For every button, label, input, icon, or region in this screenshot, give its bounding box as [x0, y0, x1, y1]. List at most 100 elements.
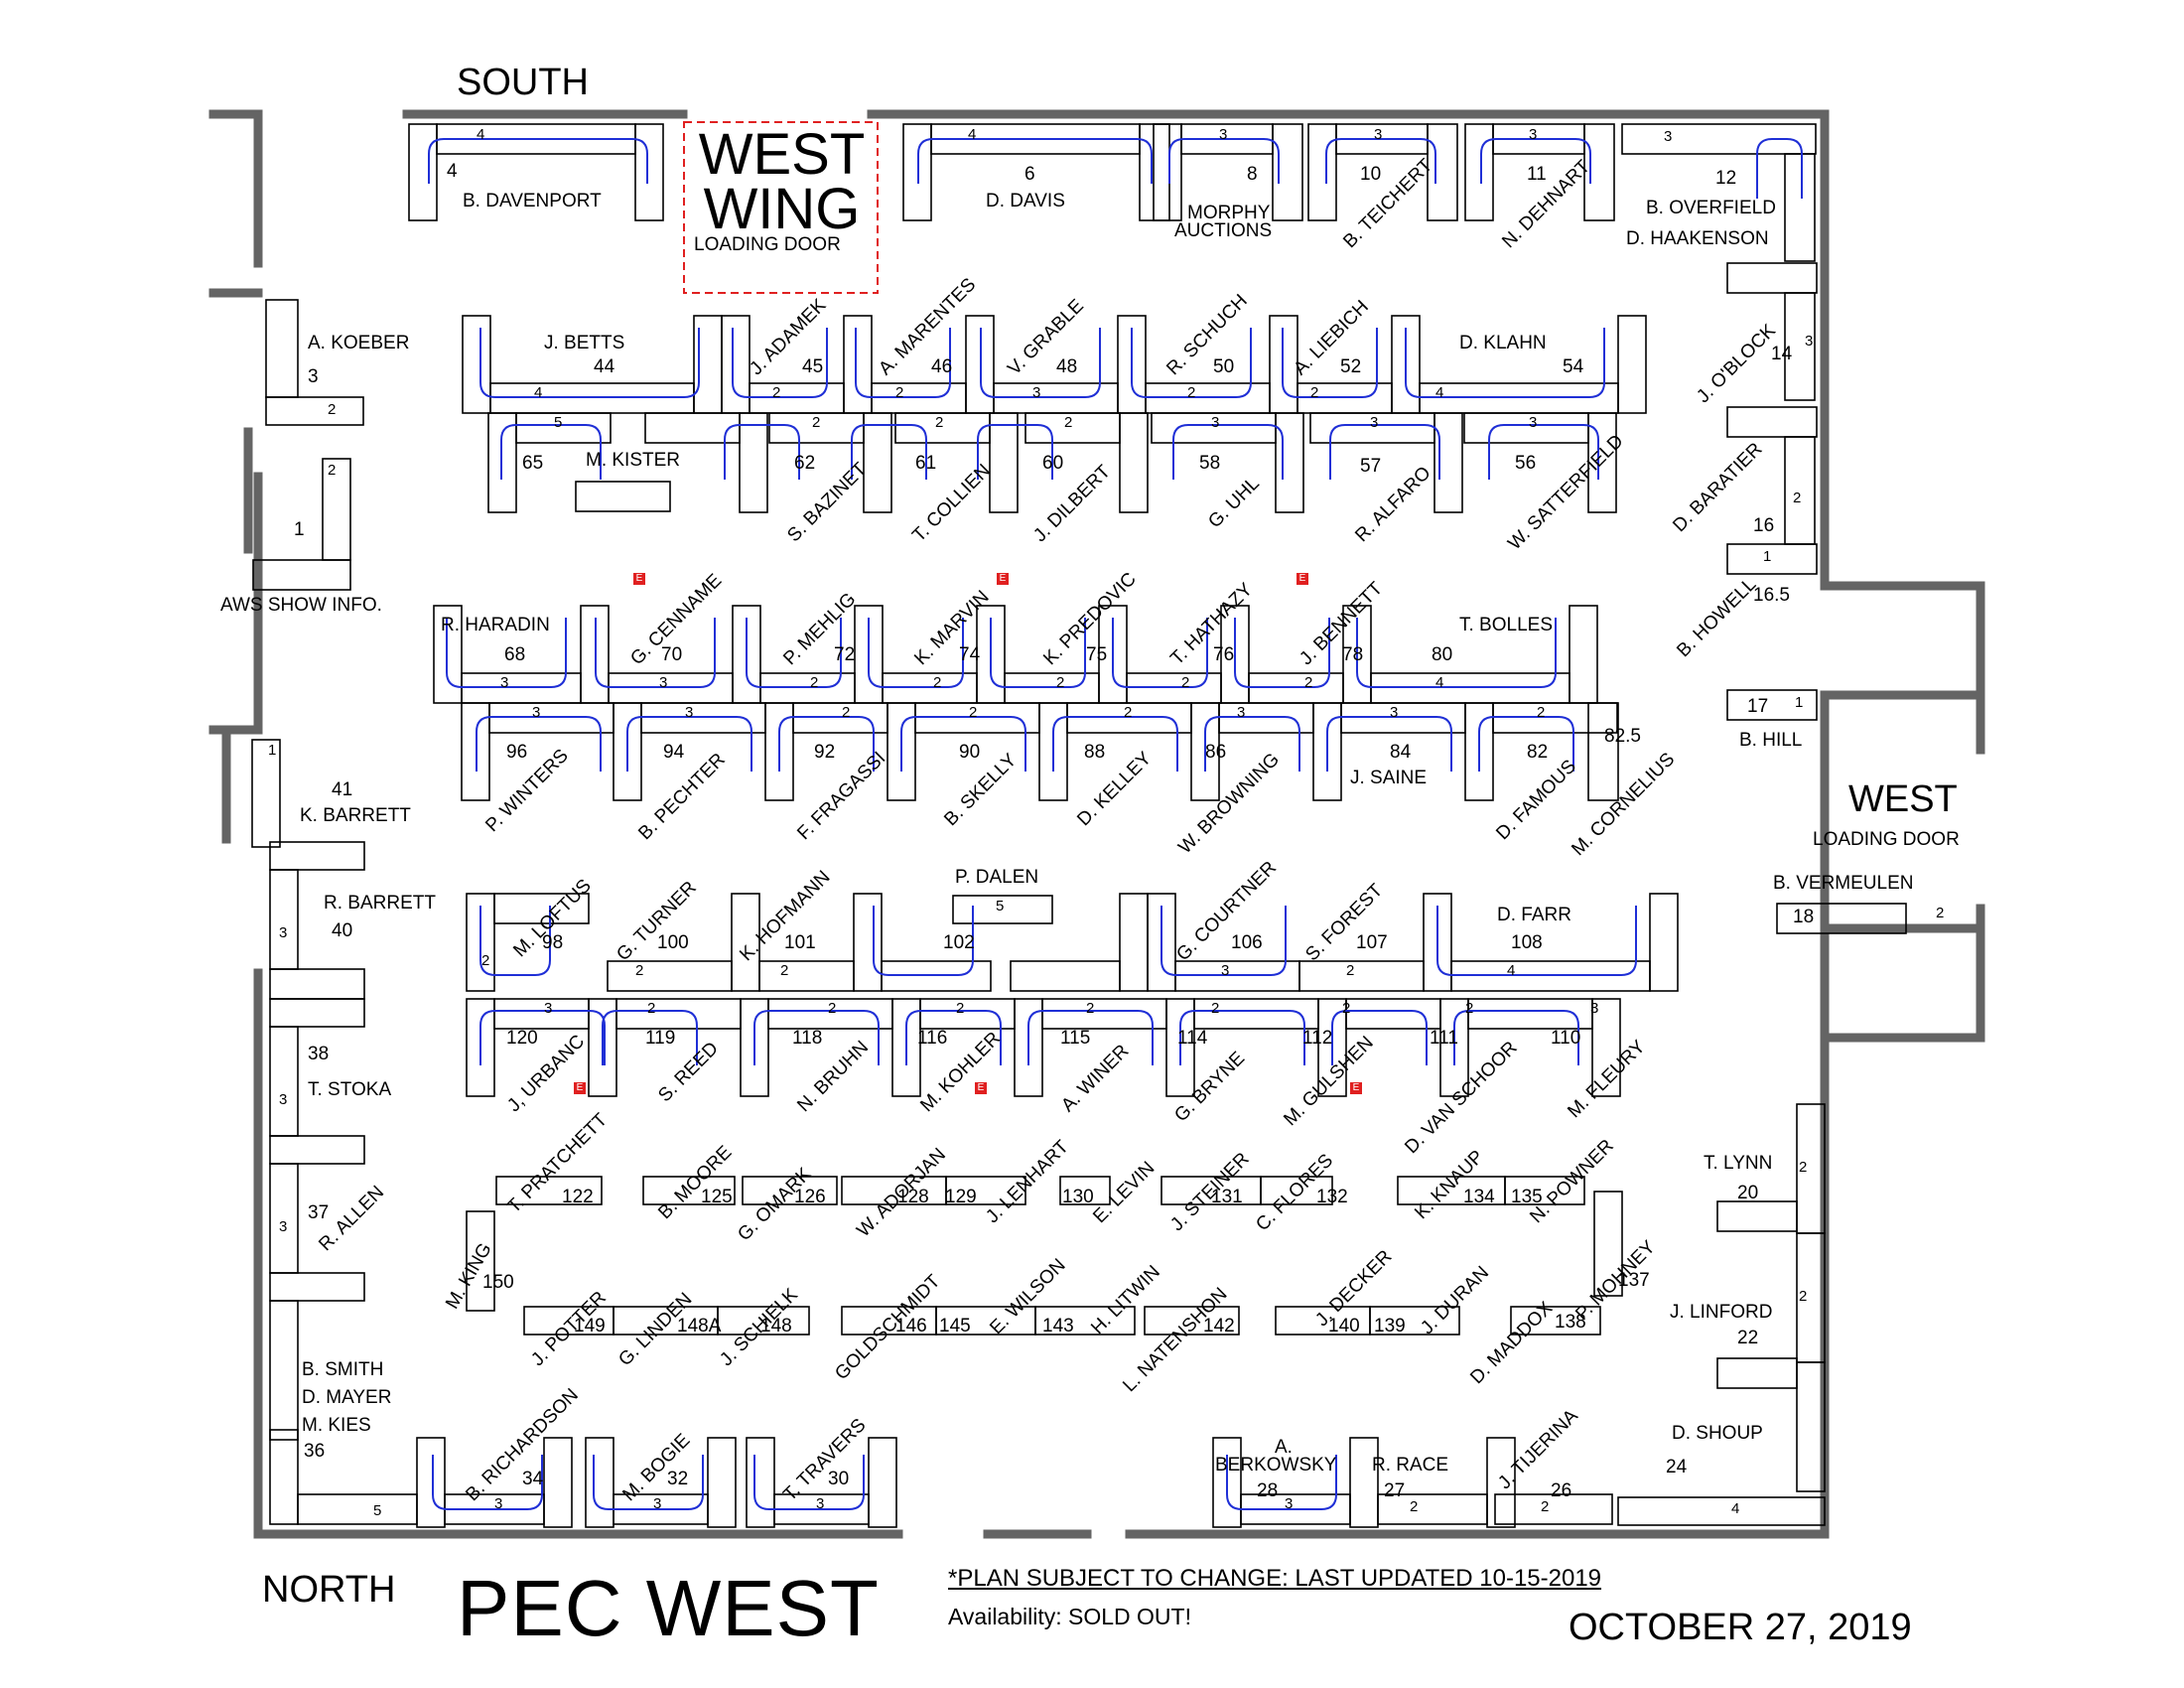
table-count: 3	[279, 1091, 288, 1108]
west-loading-door-label: LOADING DOOR	[1813, 829, 1960, 850]
table	[1587, 702, 1619, 801]
chair-arc	[724, 424, 800, 480]
table-count: 2	[1465, 1000, 1474, 1017]
table-count: 1	[1795, 694, 1804, 711]
booth-number: 118	[792, 1028, 823, 1049]
table-count: 2	[1181, 674, 1190, 691]
table	[493, 998, 590, 1030]
table-count: 2	[1124, 704, 1133, 721]
chair-arc	[873, 906, 974, 976]
booth-number: 56	[1515, 453, 1537, 474]
table-count: 4	[1435, 674, 1444, 691]
chair-arc	[446, 618, 567, 688]
page-title: PEC WEST	[457, 1564, 880, 1652]
table	[265, 299, 299, 398]
vendor-label: T. BOLLES	[1459, 615, 1553, 635]
booth-number: 107	[1356, 932, 1388, 953]
table	[945, 1176, 1026, 1205]
booth-number: 116	[917, 1028, 948, 1049]
booth-number: 74	[959, 644, 981, 665]
chair-arc	[746, 618, 842, 688]
table	[902, 123, 932, 221]
booth-number: 126	[794, 1187, 826, 1207]
chair-arc	[1234, 618, 1330, 688]
booth-number: 37	[308, 1202, 330, 1223]
table-count: 5	[554, 414, 563, 431]
table	[717, 1306, 810, 1336]
table-count: 3	[1374, 126, 1383, 143]
booth-number: 62	[794, 453, 816, 474]
table-count: 4	[968, 126, 977, 143]
booth-number: 98	[542, 932, 564, 953]
booth-number: 75	[1086, 644, 1108, 665]
booth-number: 106	[1231, 932, 1263, 953]
booth-number: 100	[657, 932, 689, 953]
booth-number: 86	[1205, 742, 1227, 763]
table-count: 3	[1219, 126, 1228, 143]
table-count: 3	[653, 1495, 662, 1512]
table	[297, 1493, 418, 1525]
table	[891, 998, 921, 1097]
chair-arc	[626, 716, 752, 772]
table-count: 4	[534, 384, 543, 401]
table-count: 2	[1793, 490, 1802, 506]
chair-arc	[1131, 328, 1252, 398]
vendor-label: D. KLAHN	[1459, 333, 1547, 353]
table	[1716, 1357, 1798, 1389]
table	[613, 702, 642, 801]
table	[416, 1437, 446, 1528]
table-count: 2	[1056, 674, 1065, 691]
booth-number: 1	[294, 519, 305, 540]
booth-number: 28	[1257, 1480, 1279, 1501]
table	[1139, 123, 1170, 221]
table-count: 2	[328, 401, 337, 418]
table	[461, 702, 490, 801]
table-count: 3	[685, 704, 694, 721]
table	[493, 893, 590, 924]
table	[742, 1176, 838, 1205]
booth-number: 65	[522, 453, 544, 474]
chair-arc	[1756, 138, 1803, 199]
booth-number: 20	[1737, 1183, 1759, 1203]
table	[269, 998, 365, 1028]
table	[1298, 960, 1425, 992]
table	[1190, 702, 1220, 801]
table	[1649, 893, 1679, 992]
booth-number: 10	[1360, 164, 1382, 185]
table	[887, 702, 916, 801]
booth-number: 6	[1024, 164, 1035, 185]
south-label: SOUTH	[457, 62, 589, 103]
table-count: 1	[1763, 548, 1772, 565]
table-count: 2	[1541, 1498, 1550, 1515]
booth-number: 48	[1056, 356, 1078, 377]
booth-number: 88	[1084, 742, 1106, 763]
vendor-label: B. SMITH	[302, 1359, 384, 1380]
chair-arc	[479, 1010, 606, 1065]
table-count: 2	[1799, 1159, 1808, 1176]
table-count: 2	[328, 462, 337, 479]
table-count: 2	[1304, 674, 1313, 691]
table	[1593, 1191, 1623, 1297]
table-count: 2	[635, 962, 644, 979]
table	[1272, 123, 1303, 221]
table	[607, 960, 733, 992]
table	[1796, 1361, 1826, 1492]
chair-arc	[1488, 424, 1599, 480]
tables	[251, 123, 1907, 1528]
table	[408, 123, 438, 221]
table	[881, 960, 992, 992]
booth-number: 45	[802, 356, 824, 377]
west-wing-line1: WEST	[698, 122, 866, 187]
booth-number: 18	[1793, 907, 1815, 927]
table-count: 4	[1507, 962, 1516, 979]
chair-arc	[1160, 906, 1287, 976]
table	[1726, 406, 1818, 438]
booth-number: 68	[504, 644, 526, 665]
chair-arc	[479, 906, 551, 976]
vendor-label: T. LYNN	[1704, 1153, 1773, 1174]
chair-arc	[732, 328, 828, 398]
chair-arc	[980, 328, 1101, 398]
west-label: WEST	[1848, 778, 1958, 820]
chair-arc	[1331, 1010, 1428, 1065]
chair-arc	[1179, 1010, 1305, 1065]
